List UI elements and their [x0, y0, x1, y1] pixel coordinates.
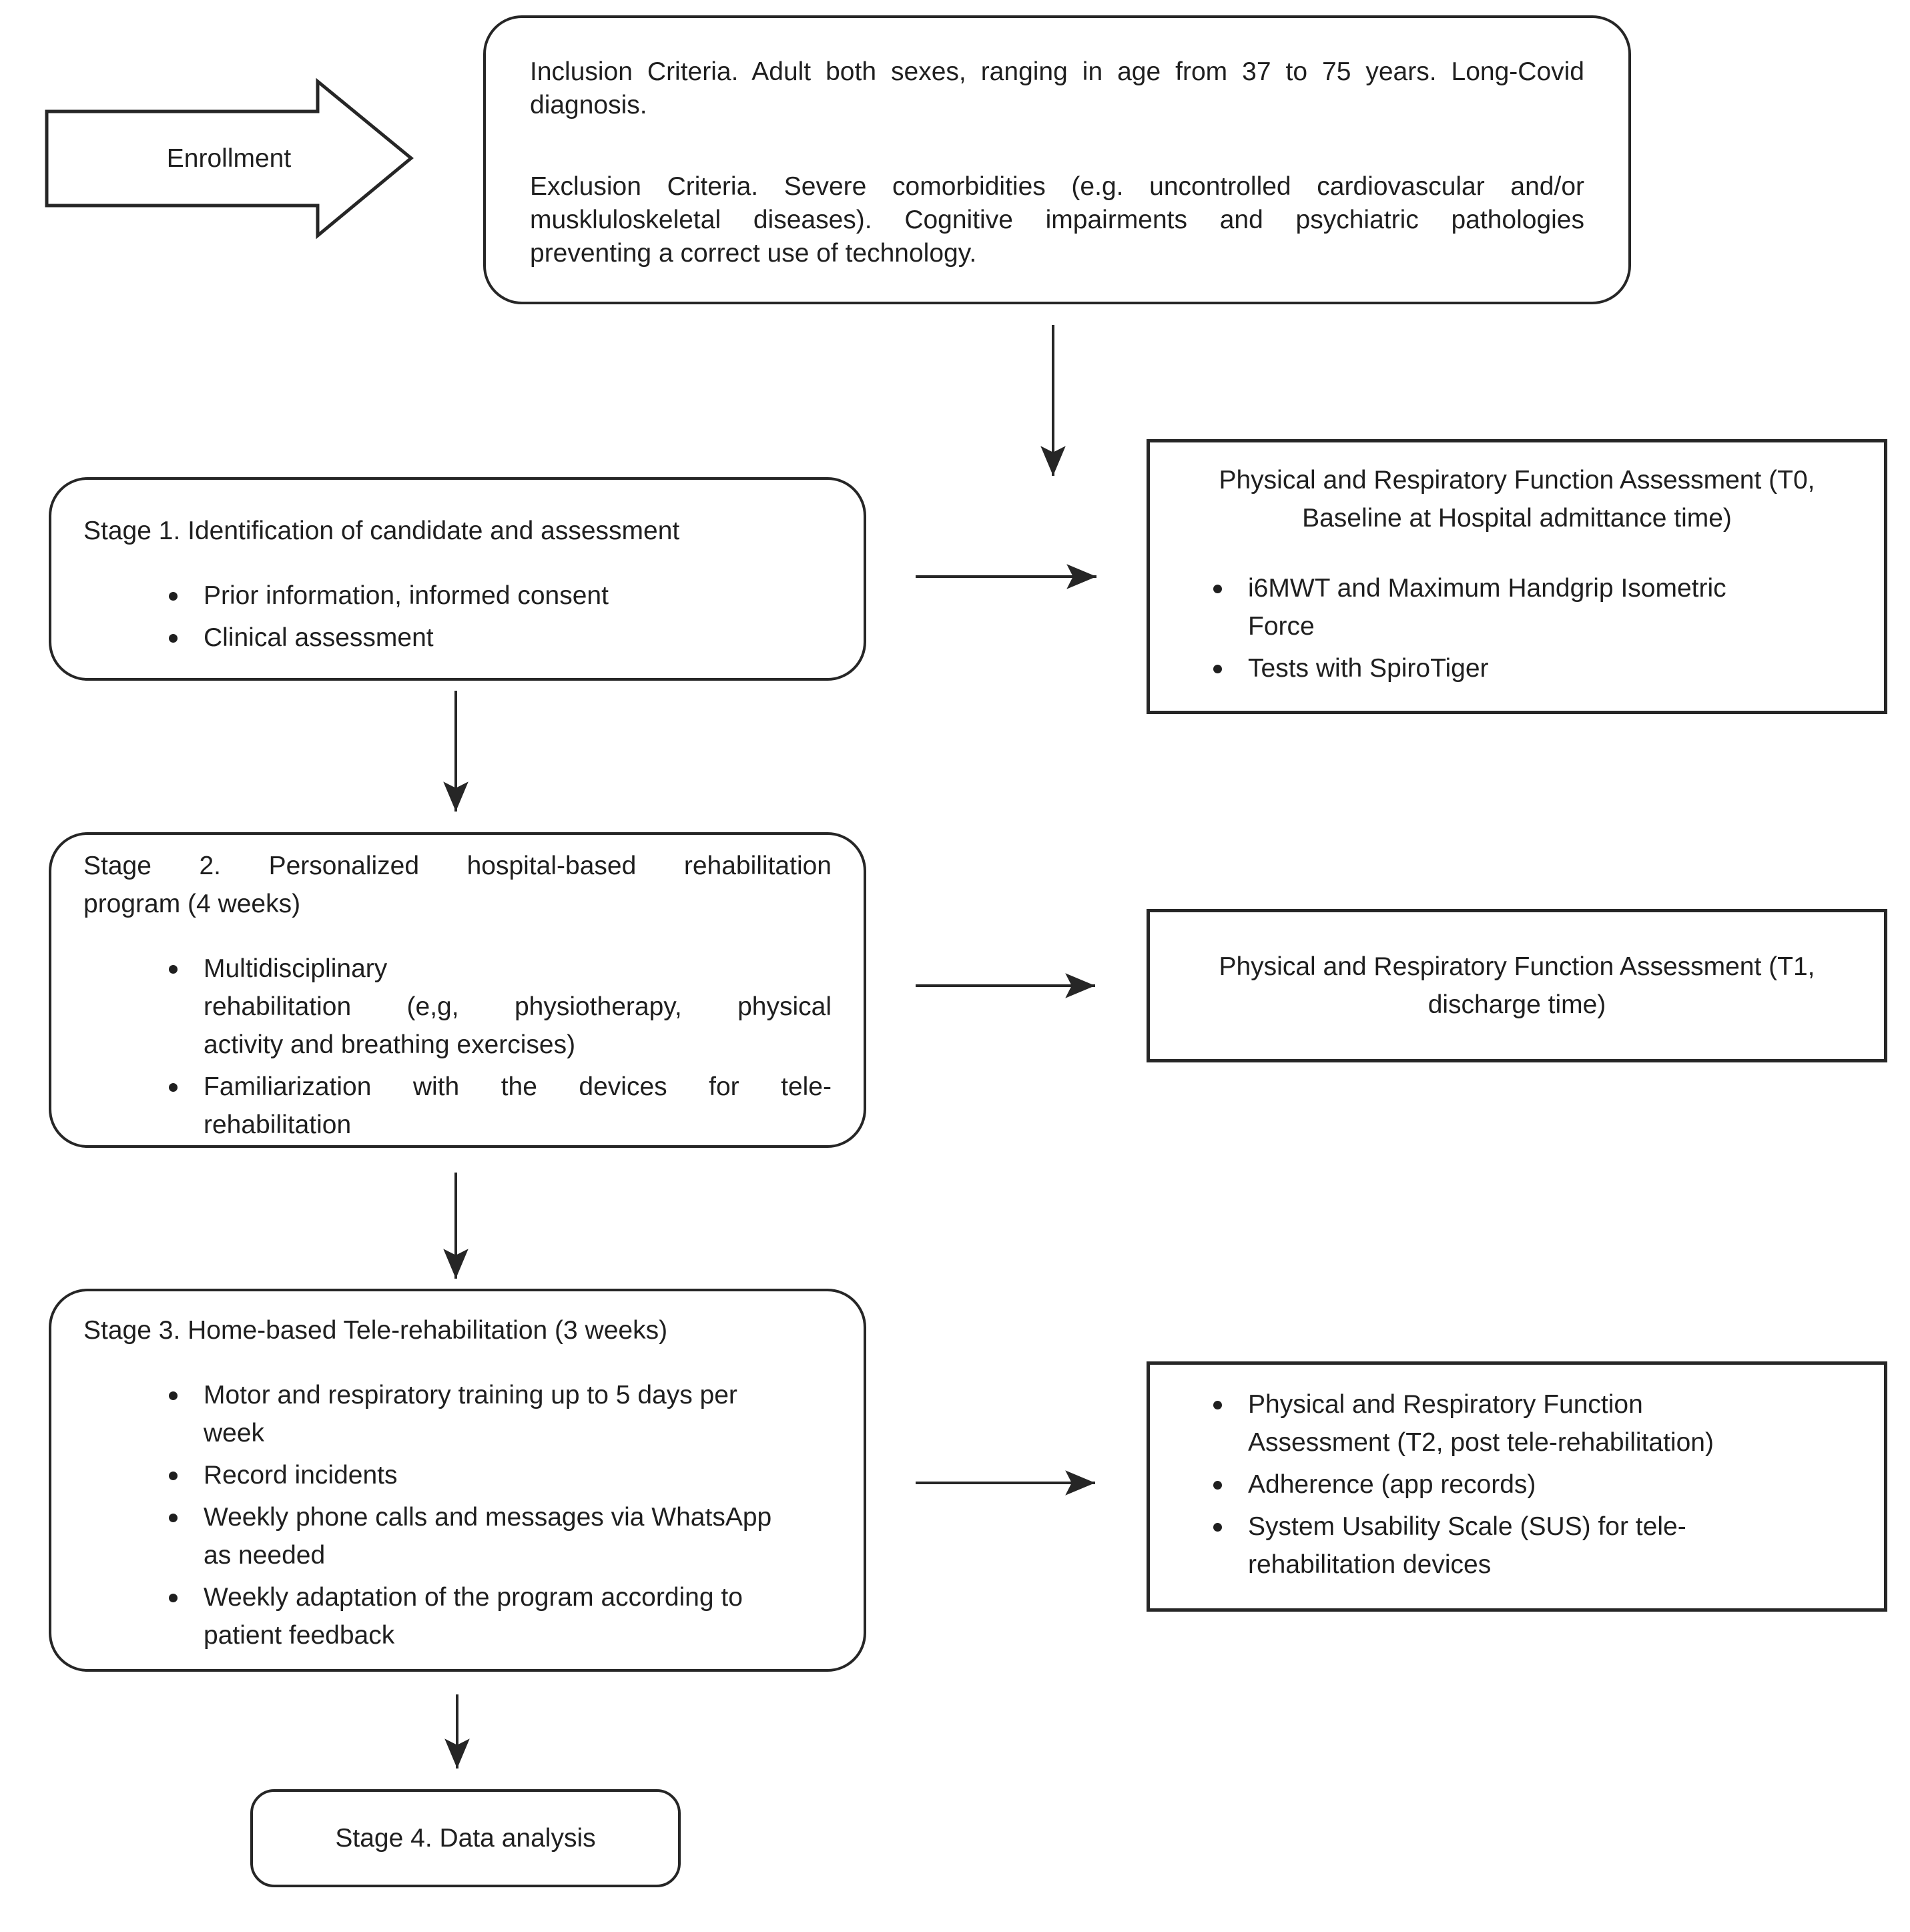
stage3-title: Stage 3. Home-based Tele-rehabilitation … — [83, 1311, 832, 1349]
stage2-box: Stage 2. Personalized hospital-based reh… — [49, 832, 866, 1148]
t0-assessment-box: Physical and Respiratory Function Assess… — [1147, 439, 1887, 714]
t0-bullet-list: i6MWT and Maximum Handgrip Isometric For… — [1200, 569, 1851, 687]
text-line: Force — [1248, 612, 1315, 641]
text-line: Multidisciplinary — [204, 954, 388, 983]
text-line: Motor and respiratory training up to 5 d… — [204, 1381, 737, 1409]
text-line: Weekly phone calls and messages via What… — [204, 1503, 772, 1532]
text-line: Stage 3. Home-based Tele-rehabilitation … — [83, 1316, 668, 1345]
text-line: week — [204, 1419, 265, 1447]
t0-title: Physical and Respiratory Function Assess… — [1183, 461, 1851, 537]
text-line: Stage 2. Personalized hospital-based reh… — [83, 852, 832, 880]
t2-bullet-list: Physical and Respiratory Function Assess… — [1200, 1385, 1851, 1588]
list-item: Familiarization with the devices for tel… — [155, 1068, 832, 1144]
text-line: discharge time) — [1427, 990, 1606, 1019]
bullet-dot — [1200, 649, 1248, 673]
bullet-dot — [155, 950, 204, 974]
stage1-box: Stage 1. Identification of candidate and… — [49, 477, 866, 681]
text-line: Assessment (T2, post tele-rehabilitation… — [1248, 1428, 1714, 1457]
t2-assessment-box: Physical and Respiratory Function Assess… — [1147, 1361, 1887, 1612]
bullet-dot — [1200, 1385, 1248, 1409]
exclusion-criteria-paragraph: Exclusion Criteria. Severe comorbidities… — [530, 170, 1584, 270]
bullet-dot — [155, 577, 204, 601]
list-item: Weekly phone calls and messages via What… — [155, 1498, 832, 1574]
stage1-bullet-list: Prior information, informed consent Clin… — [155, 577, 832, 657]
list-item: Tests with SpiroTiger — [1200, 649, 1851, 687]
stage3-bullet-list: Motor and respiratory training up to 5 d… — [155, 1376, 832, 1654]
list-item: Prior information, informed consent — [155, 577, 832, 615]
text-line: diagnosis. — [530, 91, 647, 119]
list-item: Multidisciplinary rehabilitation (e,g, p… — [155, 950, 832, 1064]
bullet-dot — [155, 1376, 204, 1400]
text-line: muskluloskeletal diseases). Cognitive im… — [530, 206, 1584, 234]
text-line: Familiarization with the devices for tel… — [204, 1072, 832, 1101]
text-line: Stage 1. Identification of candidate and… — [83, 517, 680, 545]
text-line: Weekly adaptation of the program accordi… — [204, 1583, 743, 1612]
text-line: Exclusion Criteria. Severe comorbidities… — [530, 172, 1584, 201]
bullet-dot — [1200, 1508, 1248, 1532]
text-line: as needed — [204, 1541, 326, 1570]
text-line: i6MWT and Maximum Handgrip Isometric — [1248, 574, 1726, 603]
text-line: preventing a correct use of technology. — [530, 239, 977, 268]
text-line: Adherence (app records) — [1248, 1470, 1536, 1499]
text-line: program (4 weeks) — [83, 890, 301, 918]
inclusion-criteria-paragraph: Inclusion Criteria. Adult both sexes, ra… — [530, 55, 1584, 122]
stage4-box: Stage 4. Data analysis — [250, 1789, 681, 1887]
enrollment-label: Enrollment — [166, 143, 292, 173]
bullet-dot — [1200, 569, 1248, 593]
stage2-bullet-list: Multidisciplinary rehabilitation (e,g, p… — [155, 950, 832, 1144]
text-line: Prior information, informed consent — [204, 581, 609, 610]
text-line: Tests with SpiroTiger — [1248, 654, 1489, 683]
criteria-box: Inclusion Criteria. Adult both sexes, ra… — [483, 15, 1631, 304]
text-line: Physical and Respiratory Function Assess… — [1219, 952, 1815, 981]
list-item: Clinical assessment — [155, 619, 832, 657]
stage1-title: Stage 1. Identification of candidate and… — [83, 512, 832, 550]
list-item: i6MWT and Maximum Handgrip Isometric For… — [1200, 569, 1851, 645]
stage2-title: Stage 2. Personalized hospital-based reh… — [83, 847, 832, 923]
list-item: Motor and respiratory training up to 5 d… — [155, 1376, 832, 1452]
text-line: rehabilitation — [204, 1110, 352, 1139]
text-line: Physical and Respiratory Function Assess… — [1219, 466, 1815, 495]
text-line: rehabilitation (e,g, physiotherapy, phys… — [204, 992, 832, 1021]
t1-assessment-box: Physical and Respiratory Function Assess… — [1147, 909, 1887, 1062]
stage4-title: Stage 4. Data analysis — [335, 1824, 596, 1853]
bullet-dot — [155, 1498, 204, 1522]
bullet-dot — [155, 1578, 204, 1602]
list-item: Physical and Respiratory Function Assess… — [1200, 1385, 1851, 1462]
text-line: Baseline at Hospital admittance time) — [1302, 504, 1732, 533]
bullet-dot — [155, 1456, 204, 1480]
text-line: rehabilitation devices — [1248, 1550, 1492, 1579]
text-line: Inclusion Criteria. Adult both sexes, ra… — [530, 57, 1584, 86]
text-line: Record incidents — [204, 1461, 398, 1490]
enrollment-block-arrow — [45, 77, 414, 240]
text-line: Clinical assessment — [204, 623, 434, 652]
text-line: System Usability Scale (SUS) for tele- — [1248, 1512, 1686, 1541]
bullet-dot — [155, 619, 204, 643]
text-line: patient feedback — [204, 1621, 395, 1650]
list-item: System Usability Scale (SUS) for tele- r… — [1200, 1508, 1851, 1584]
bullet-dot — [1200, 1466, 1248, 1490]
list-item: Record incidents — [155, 1456, 832, 1494]
list-item: Weekly adaptation of the program accordi… — [155, 1578, 832, 1654]
bullet-dot — [155, 1068, 204, 1092]
list-item: Adherence (app records) — [1200, 1466, 1851, 1504]
text-line: Physical and Respiratory Function — [1248, 1390, 1643, 1419]
text-line: activity and breathing exercises) — [204, 1030, 576, 1059]
stage3-box: Stage 3. Home-based Tele-rehabilitation … — [49, 1289, 866, 1672]
